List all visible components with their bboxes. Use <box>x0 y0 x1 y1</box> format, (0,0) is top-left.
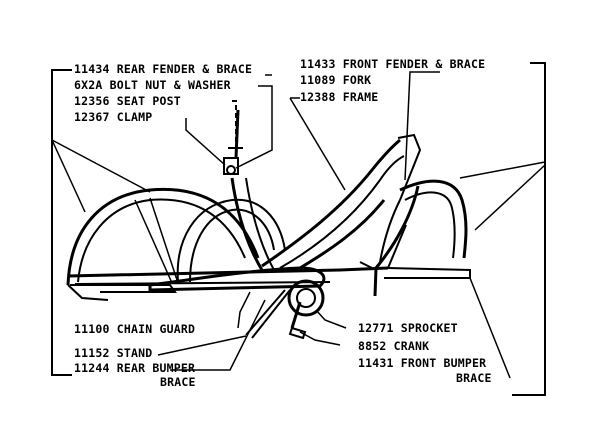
front-bumper-brace <box>384 267 471 279</box>
front-fender <box>359 179 468 297</box>
chain-guard <box>148 266 326 292</box>
label-bolt-nut: 6X2A BOLT NUT & WASHER <box>74 78 231 92</box>
label-clamp: 12367 CLAMP <box>74 110 152 124</box>
frame <box>67 133 422 285</box>
label-frame: 12388 FRAME <box>300 90 378 104</box>
leader-lines <box>51 71 546 379</box>
label-sprocket: 12771 SPROCKET <box>358 321 458 335</box>
label-chain-guard: 11100 CHAIN GUARD <box>74 322 195 336</box>
label-fork: 11089 FORK <box>300 73 371 87</box>
label-seat-post: 12356 SEAT POST <box>74 94 181 108</box>
kickstand <box>245 289 291 339</box>
label-rear-fender: 11434 REAR FENDER & BRACE <box>74 62 252 76</box>
label-stand: 11152 STAND <box>74 346 152 360</box>
rear-wheel <box>134 197 286 284</box>
label-rear-bumper-brace: BRACE <box>160 375 196 389</box>
label-front-fender: 11433 FRONT FENDER & BRACE <box>300 57 485 71</box>
seat-post <box>223 109 243 175</box>
sprocket <box>287 279 325 340</box>
rear-bumper-brace <box>70 284 177 293</box>
label-front-bumper: 11431 FRONT BUMPER <box>358 356 486 370</box>
label-rear-bumper: 11244 REAR BUMPER <box>74 361 195 375</box>
label-crank: 8852 CRANK <box>358 339 429 353</box>
label-front-bumper-brace: BRACE <box>456 371 492 385</box>
